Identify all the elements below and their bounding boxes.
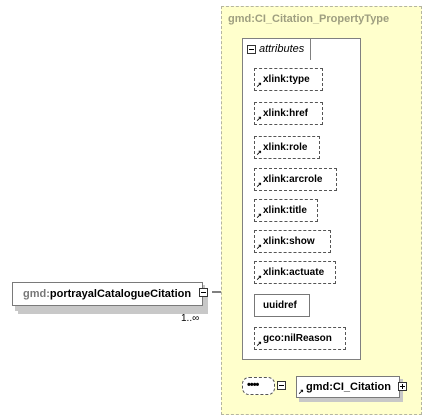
- reference-arrow-icon: ↗: [256, 150, 262, 157]
- attribute-label: xlink:href: [263, 108, 309, 119]
- attribute-xlink-arcrole[interactable]: xlink:arcrole ↗: [254, 168, 337, 191]
- attributes-group-label: attributes: [259, 43, 305, 55]
- root-element-portrayalcataloguecitation[interactable]: gmd:portrayalCatalogueCitation: [12, 282, 203, 306]
- reference-arrow-icon: ↗: [256, 116, 262, 123]
- attribute-label: xlink:title: [263, 205, 307, 216]
- reference-arrow-icon: ↗: [256, 182, 262, 189]
- expand-child-icon[interactable]: [398, 382, 407, 391]
- attribute-uuidref[interactable]: uuidref: [254, 294, 310, 317]
- reference-arrow-icon: ↗: [298, 389, 304, 396]
- sequence-compositor-icon[interactable]: [242, 377, 275, 395]
- root-element-name: portrayalCatalogueCitation: [49, 288, 192, 300]
- attribute-xlink-actuate[interactable]: xlink:actuate ↗: [254, 261, 336, 284]
- reference-arrow-icon: ↗: [256, 341, 262, 348]
- reference-arrow-icon: ↗: [256, 275, 262, 282]
- attribute-gco-nilreason[interactable]: gco:nilReason ↗: [254, 327, 346, 350]
- reference-arrow-icon: ↗: [256, 82, 262, 89]
- attributes-group-tab[interactable]: [242, 38, 311, 60]
- collapse-root-icon[interactable]: [199, 288, 208, 297]
- child-element-label: gmd:CI_Citation: [306, 381, 391, 393]
- attribute-label: xlink:actuate: [263, 267, 325, 278]
- reference-arrow-icon: ↗: [256, 244, 262, 251]
- attribute-label: xlink:arcrole: [263, 174, 323, 185]
- attribute-xlink-type[interactable]: xlink:type ↗: [254, 68, 323, 91]
- child-element-ci-citation[interactable]: gmd:CI_Citation ↗: [296, 376, 400, 398]
- attribute-xlink-href[interactable]: xlink:href ↗: [254, 102, 323, 125]
- reference-arrow-icon: ↗: [256, 213, 262, 220]
- attribute-label: xlink:role: [263, 142, 308, 153]
- attribute-label: uuidref: [263, 300, 297, 311]
- root-multiplicity: 1..∞: [181, 313, 200, 324]
- collapse-attributes-icon[interactable]: [247, 45, 256, 54]
- attribute-xlink-role[interactable]: xlink:role ↗: [254, 136, 320, 159]
- attribute-label: xlink:type: [263, 74, 310, 85]
- attribute-xlink-title[interactable]: xlink:title ↗: [254, 199, 318, 222]
- collapse-sequence-icon[interactable]: [277, 381, 286, 390]
- root-element-prefix: gmd:: [23, 288, 50, 300]
- attribute-label: xlink:show: [263, 236, 315, 247]
- attribute-label: gco:nilReason: [263, 333, 332, 344]
- attribute-xlink-show[interactable]: xlink:show ↗: [254, 230, 331, 253]
- sequence-dots-icon: ••••: [247, 379, 259, 391]
- complex-type-title: gmd:CI_Citation_PropertyType: [228, 13, 390, 25]
